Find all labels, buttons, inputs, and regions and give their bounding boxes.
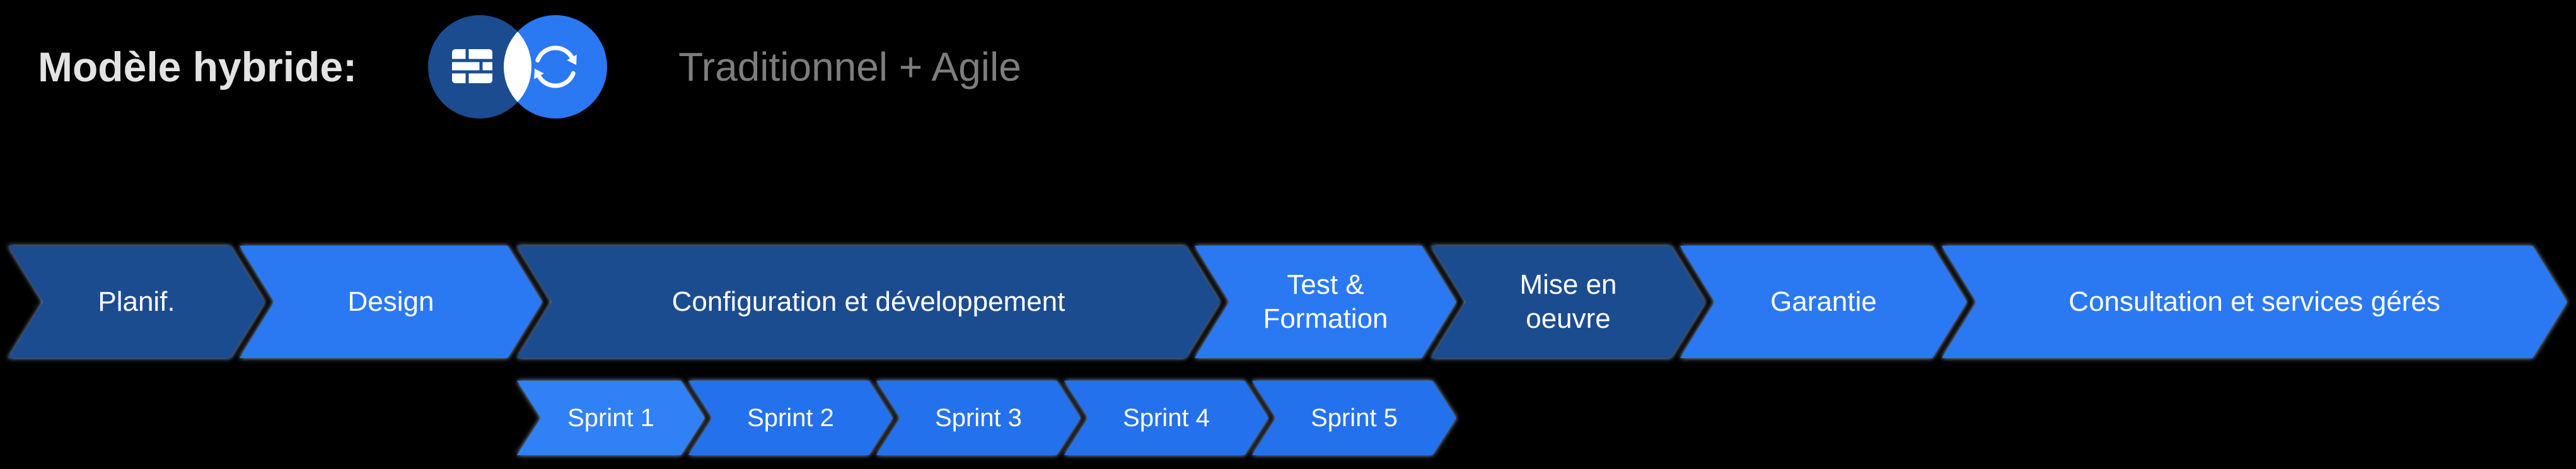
stage-label: Planif. — [98, 286, 175, 318]
stage-shape: Garantie — [1680, 246, 1967, 358]
sprint-3: Sprint 3 — [876, 381, 1081, 455]
stage-label-line: Mise en — [1519, 269, 1617, 301]
stage-label: Configuration et développement — [671, 286, 1065, 318]
sprint-4: Sprint 4 — [1064, 381, 1268, 455]
brick-wall-icon — [452, 49, 493, 83]
stage-shape: Test & Formation — [1195, 246, 1456, 358]
sprint-2: Sprint 2 — [688, 381, 893, 455]
stage-shape: Mise en oeuvre — [1431, 246, 1705, 358]
stage-consultation-services-geres: Consultation et services gérés — [1942, 246, 2567, 358]
venn-svg — [428, 15, 608, 119]
venn-right-circle — [504, 15, 608, 119]
stage-configuration-developpement: Configuration et développement — [517, 246, 1220, 358]
sprint-label: Sprint 1 — [567, 403, 654, 432]
sprint-label: Sprint 3 — [935, 403, 1022, 432]
sprint-5: Sprint 5 — [1252, 381, 1456, 455]
stage-shape: Design — [240, 246, 542, 358]
stage-design: Design — [240, 246, 542, 358]
stage-label: Garantie — [1770, 286, 1877, 318]
venn-diagram — [423, 9, 612, 125]
sprint-label: Sprint 2 — [747, 403, 834, 432]
sprint-1: Sprint 1 — [517, 381, 705, 455]
stage-label: Design — [347, 286, 434, 318]
sprint-shape: Sprint 3 — [876, 381, 1081, 455]
stage-shape: Consultation et services gérés — [1942, 246, 2567, 358]
header: Modèle hybride: — [38, 9, 1021, 125]
sprint-shape: Sprint 2 — [688, 381, 893, 455]
stage-label-line: Test & — [1287, 269, 1364, 301]
sprint-label: Sprint 4 — [1123, 403, 1210, 432]
stage-label-line: Formation — [1263, 303, 1388, 334]
cycle-arrows-icon — [534, 45, 577, 88]
sprint-shape: Sprint 1 — [517, 381, 705, 455]
stage-shape: Configuration et développement — [517, 246, 1220, 358]
sprint-shape: Sprint 5 — [1252, 381, 1456, 455]
stage-test-formation: Test & Formation — [1195, 246, 1456, 358]
stage-planification: Planif. — [8, 246, 265, 358]
page-title: Modèle hybride: — [38, 43, 357, 90]
stage-label-line: oeuvre — [1526, 303, 1611, 334]
stage-label: Consultation et services gérés — [2068, 286, 2440, 318]
stage-garantie: Garantie — [1680, 246, 1967, 358]
stage-shape: Planif. — [8, 246, 265, 358]
stage-mise-en-oeuvre: Mise en oeuvre — [1431, 246, 1705, 358]
sprint-shape: Sprint 4 — [1064, 381, 1268, 455]
subtitle: Traditionnel + Agile — [678, 44, 1021, 90]
sprint-label: Sprint 5 — [1311, 403, 1398, 432]
